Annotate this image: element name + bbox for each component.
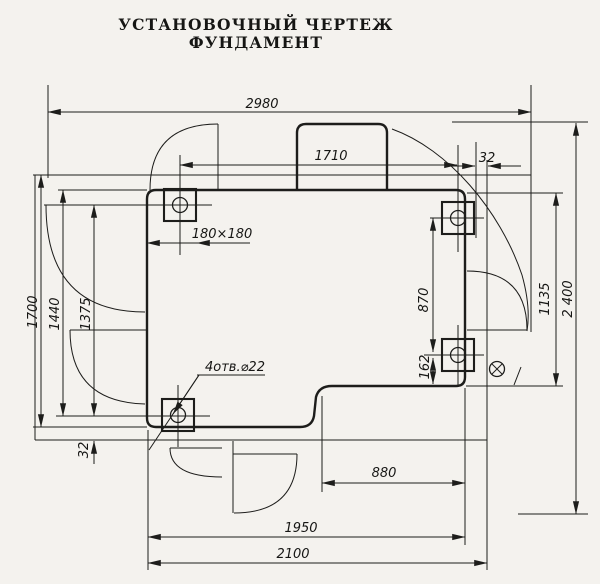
anchor-bolts xyxy=(160,187,476,433)
anchor-bolt-top-left-hole xyxy=(171,196,189,214)
anchor-bolt-top-right xyxy=(440,200,476,236)
anchor-bolt-bottom-right-hole xyxy=(449,346,467,364)
power-inlet-circle xyxy=(488,360,506,378)
dim-label-880: 880 xyxy=(372,466,397,481)
dim-label-1375: 1375 xyxy=(79,297,94,330)
anchor-bolt-bottom-right xyxy=(440,337,476,373)
power-inlet-cross-2 xyxy=(491,363,503,375)
dimension-labels: 2980 1710 32 180×180 1700 1440 1375 32 4… xyxy=(26,97,576,562)
swing-clearance-arcs xyxy=(45,123,529,514)
swing-arc-bottom-left xyxy=(169,447,223,478)
leader-arrow-holes xyxy=(172,374,200,415)
dim-label-32-bottom: 32 xyxy=(77,442,92,459)
drawing-title: УСТАНОВОЧНЫЙ ЧЕРТЕЖ xyxy=(118,15,393,34)
dim-label-1440: 1440 xyxy=(48,297,63,330)
dim-label-2980: 2980 xyxy=(245,97,278,112)
power-inlet-symbol xyxy=(488,360,522,386)
machine-top-projection xyxy=(295,122,389,190)
anchor-bolt-top-right-hole xyxy=(449,209,467,227)
tick-mark xyxy=(513,366,522,386)
dim-label-1950: 1950 xyxy=(284,521,317,536)
swing-arc-right xyxy=(466,270,528,331)
swing-arc-left-upper xyxy=(45,204,146,313)
dim-label-2400: 2 400 xyxy=(561,280,576,317)
anchor-bolt-top-left xyxy=(162,187,198,223)
foundation-and-extension-lines xyxy=(33,85,588,570)
swing-arc-top-right-large xyxy=(391,128,529,332)
dim-label-1135: 1135 xyxy=(538,282,553,315)
machine-outline xyxy=(145,122,467,429)
dim-label-870: 870 xyxy=(417,288,432,313)
dim-label-2100: 2100 xyxy=(276,547,309,562)
machine-body xyxy=(145,188,467,429)
swing-arc-top-left xyxy=(149,123,219,191)
anchor-bolt-bottom-left xyxy=(160,397,196,433)
drawing-subtitle: ФУНДАМЕНТ xyxy=(189,33,323,52)
holes-note-label: 4отв.⌀22 xyxy=(205,360,265,375)
dimension-lines xyxy=(37,108,580,567)
dim-label-1700: 1700 xyxy=(26,295,41,328)
swing-arc-left-lower xyxy=(69,329,146,405)
dim-label-1710: 1710 xyxy=(314,149,347,164)
dim-label-162: 162 xyxy=(418,355,433,380)
dim-label-32-top: 32 xyxy=(479,151,496,166)
dim-label-pocket: 180×180 xyxy=(192,227,253,242)
swing-arc-bottom-center xyxy=(233,453,298,514)
